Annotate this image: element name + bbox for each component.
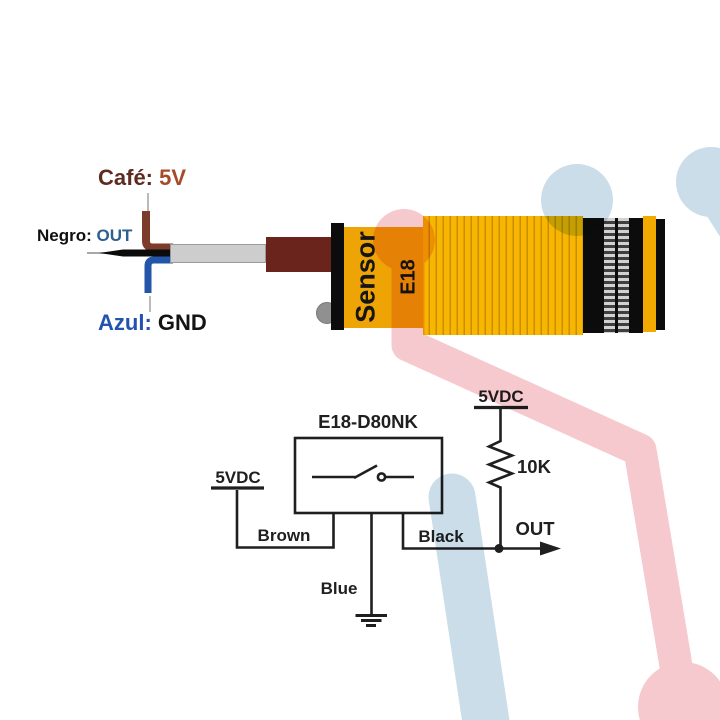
resistor-icon <box>485 409 516 549</box>
brown-wire-trace <box>235 490 335 549</box>
sensor-ring-yellow <box>643 216 656 332</box>
watermark-pink-shape <box>373 209 720 720</box>
wire-blue <box>144 256 173 293</box>
knurl-strip <box>604 218 615 333</box>
switch-contact-icon <box>376 472 387 482</box>
blue-wire-label: Blue <box>320 579 358 598</box>
wiring-label-negro: Negro: OUT <box>37 226 133 246</box>
knurl-strip <box>618 218 629 333</box>
out-arrow-icon <box>540 541 561 556</box>
out-label: OUT <box>515 518 555 539</box>
sensor-cable <box>266 237 332 272</box>
azul-label: Azul: <box>98 310 152 335</box>
resistor-label: 10K <box>517 456 551 477</box>
brown-wire-label: Brown <box>257 526 311 545</box>
sensor-collar <box>331 223 344 330</box>
watermark-blue-shape <box>428 147 720 720</box>
black-wire-trace <box>401 513 540 550</box>
wire-black <box>99 249 178 257</box>
switch-blade-icon <box>353 464 378 480</box>
schematic-box <box>293 436 444 515</box>
cable-sheath <box>170 244 266 263</box>
sensor-ring-black <box>655 219 665 330</box>
schematic-title: E18-D80NK <box>318 411 418 432</box>
sensor-head <box>583 218 643 333</box>
wiring-label-cafe: Café: 5V <box>98 165 187 190</box>
wire-brown <box>142 211 173 252</box>
left-supply-label: 5VDC <box>215 468 261 487</box>
negro-value: OUT <box>96 226 133 245</box>
sensor-threads <box>423 216 583 335</box>
azul-value: GND <box>157 310 207 335</box>
wiring-label-azul: Azul: GND <box>98 310 207 335</box>
cafe-label: Café: <box>98 165 154 190</box>
cafe-value: 5V <box>159 165 187 190</box>
negro-label: Negro: <box>37 226 92 245</box>
